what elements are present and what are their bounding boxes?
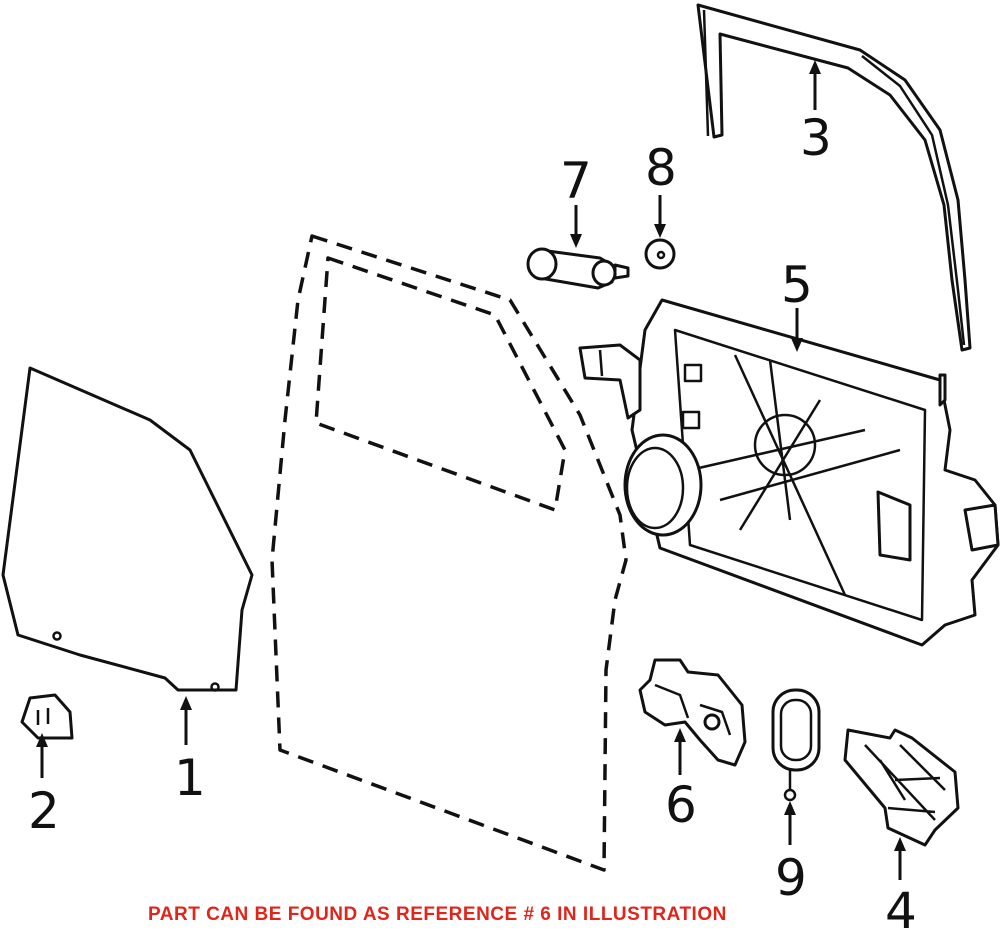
callout-8: 8 [645,139,677,197]
part-5-regulator-assembly[interactable] [578,298,1000,647]
reference-note: PART CAN BE FOUND AS REFERENCE # 6 IN IL… [148,904,727,925]
part-9-grommet[interactable] [771,688,821,802]
callout-1: 1 [174,749,206,807]
callout-3: 3 [800,109,832,167]
callout-9: 9 [775,849,807,907]
callout-6: 6 [665,776,697,834]
callout-5: 5 [781,256,813,314]
callout-2: 2 [28,782,60,840]
part-6-latch-actuator[interactable] [638,658,747,767]
part-2-glass-clip[interactable] [20,693,74,740]
callout-arrows [36,60,906,880]
part-4-bracket[interactable] [843,728,960,847]
part-1-door-glass[interactable] [1,366,254,692]
callout-7: 7 [560,152,592,210]
door-shell-outline [270,234,628,872]
callout-4: 4 [885,882,917,936]
part-3-run-channel[interactable] [696,3,972,352]
part-7-pin[interactable] [526,247,630,290]
part-8-washer[interactable] [644,238,676,270]
